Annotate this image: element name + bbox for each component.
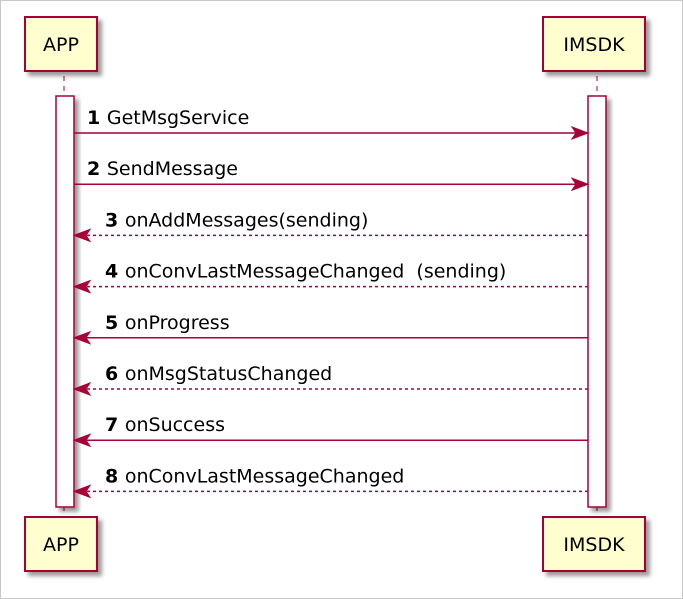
message-label: 3 onAddMessages(sending) xyxy=(105,209,368,231)
message-8: 8 onConvLastMessageChanged xyxy=(72,465,588,499)
participant-label: APP xyxy=(43,534,79,556)
participant-label: IMSDK xyxy=(563,34,625,56)
arrowhead-icon xyxy=(72,381,92,397)
arrowhead-icon xyxy=(72,279,92,294)
imsdk-activation-bar xyxy=(587,95,607,508)
message-1: 1 GetMsgService xyxy=(74,107,590,141)
message-text: onMsgStatusChanged xyxy=(125,363,332,385)
message-number: 3 xyxy=(105,209,125,231)
message-label: 6 onMsgStatusChanged xyxy=(105,363,332,385)
participant-label: IMSDK xyxy=(563,534,625,556)
message-number: 2 xyxy=(87,158,107,180)
message-number: 8 xyxy=(105,465,125,487)
message-number: 4 xyxy=(105,261,125,283)
message-4: 4 onConvLastMessageChanged (sending) xyxy=(72,261,588,294)
arrowhead-icon xyxy=(72,228,92,243)
participant-imsdk-bottom[interactable]: IMSDK xyxy=(542,516,646,572)
message-label: 7 onSuccess xyxy=(105,414,225,436)
message-text: onConvLastMessageChanged (sending) xyxy=(125,261,506,283)
arrowhead-icon xyxy=(72,433,92,448)
arrowhead-icon xyxy=(570,125,590,141)
participant-imsdk-top[interactable]: IMSDK xyxy=(542,16,646,72)
message-text: GetMsgService xyxy=(107,107,249,129)
message-text: onAddMessages(sending) xyxy=(125,209,369,231)
message-2: 2 SendMessage xyxy=(74,158,590,192)
message-text: SendMessage xyxy=(107,158,238,180)
message-label: 5 onProgress xyxy=(105,312,230,334)
message-6: 6 onMsgStatusChanged xyxy=(72,363,588,397)
message-number: 5 xyxy=(105,312,125,334)
arrowhead-icon xyxy=(72,484,92,499)
message-label: 4 onConvLastMessageChanged (sending) xyxy=(105,261,506,283)
message-text: onConvLastMessageChanged xyxy=(125,465,405,487)
message-number: 6 xyxy=(105,363,125,385)
message-number: 1 xyxy=(87,107,107,129)
participant-app-top[interactable]: APP xyxy=(24,16,98,72)
app-activation-bar xyxy=(55,95,75,508)
arrowhead-icon xyxy=(72,330,92,345)
message-label: 8 onConvLastMessageChanged xyxy=(105,465,404,487)
participant-app-bottom[interactable]: APP xyxy=(24,516,98,572)
message-number: 7 xyxy=(105,414,125,436)
message-7: 7 onSuccess xyxy=(72,414,588,448)
message-text: onProgress xyxy=(125,312,230,334)
message-label: 2 SendMessage xyxy=(87,158,238,180)
arrowhead-icon xyxy=(570,177,590,192)
message-3: 3 onAddMessages(sending) xyxy=(72,209,588,243)
message-text: onSuccess xyxy=(125,414,225,436)
message-label: 1 GetMsgService xyxy=(87,107,249,129)
participant-label: APP xyxy=(43,34,79,56)
message-5: 5 onProgress xyxy=(72,312,588,345)
